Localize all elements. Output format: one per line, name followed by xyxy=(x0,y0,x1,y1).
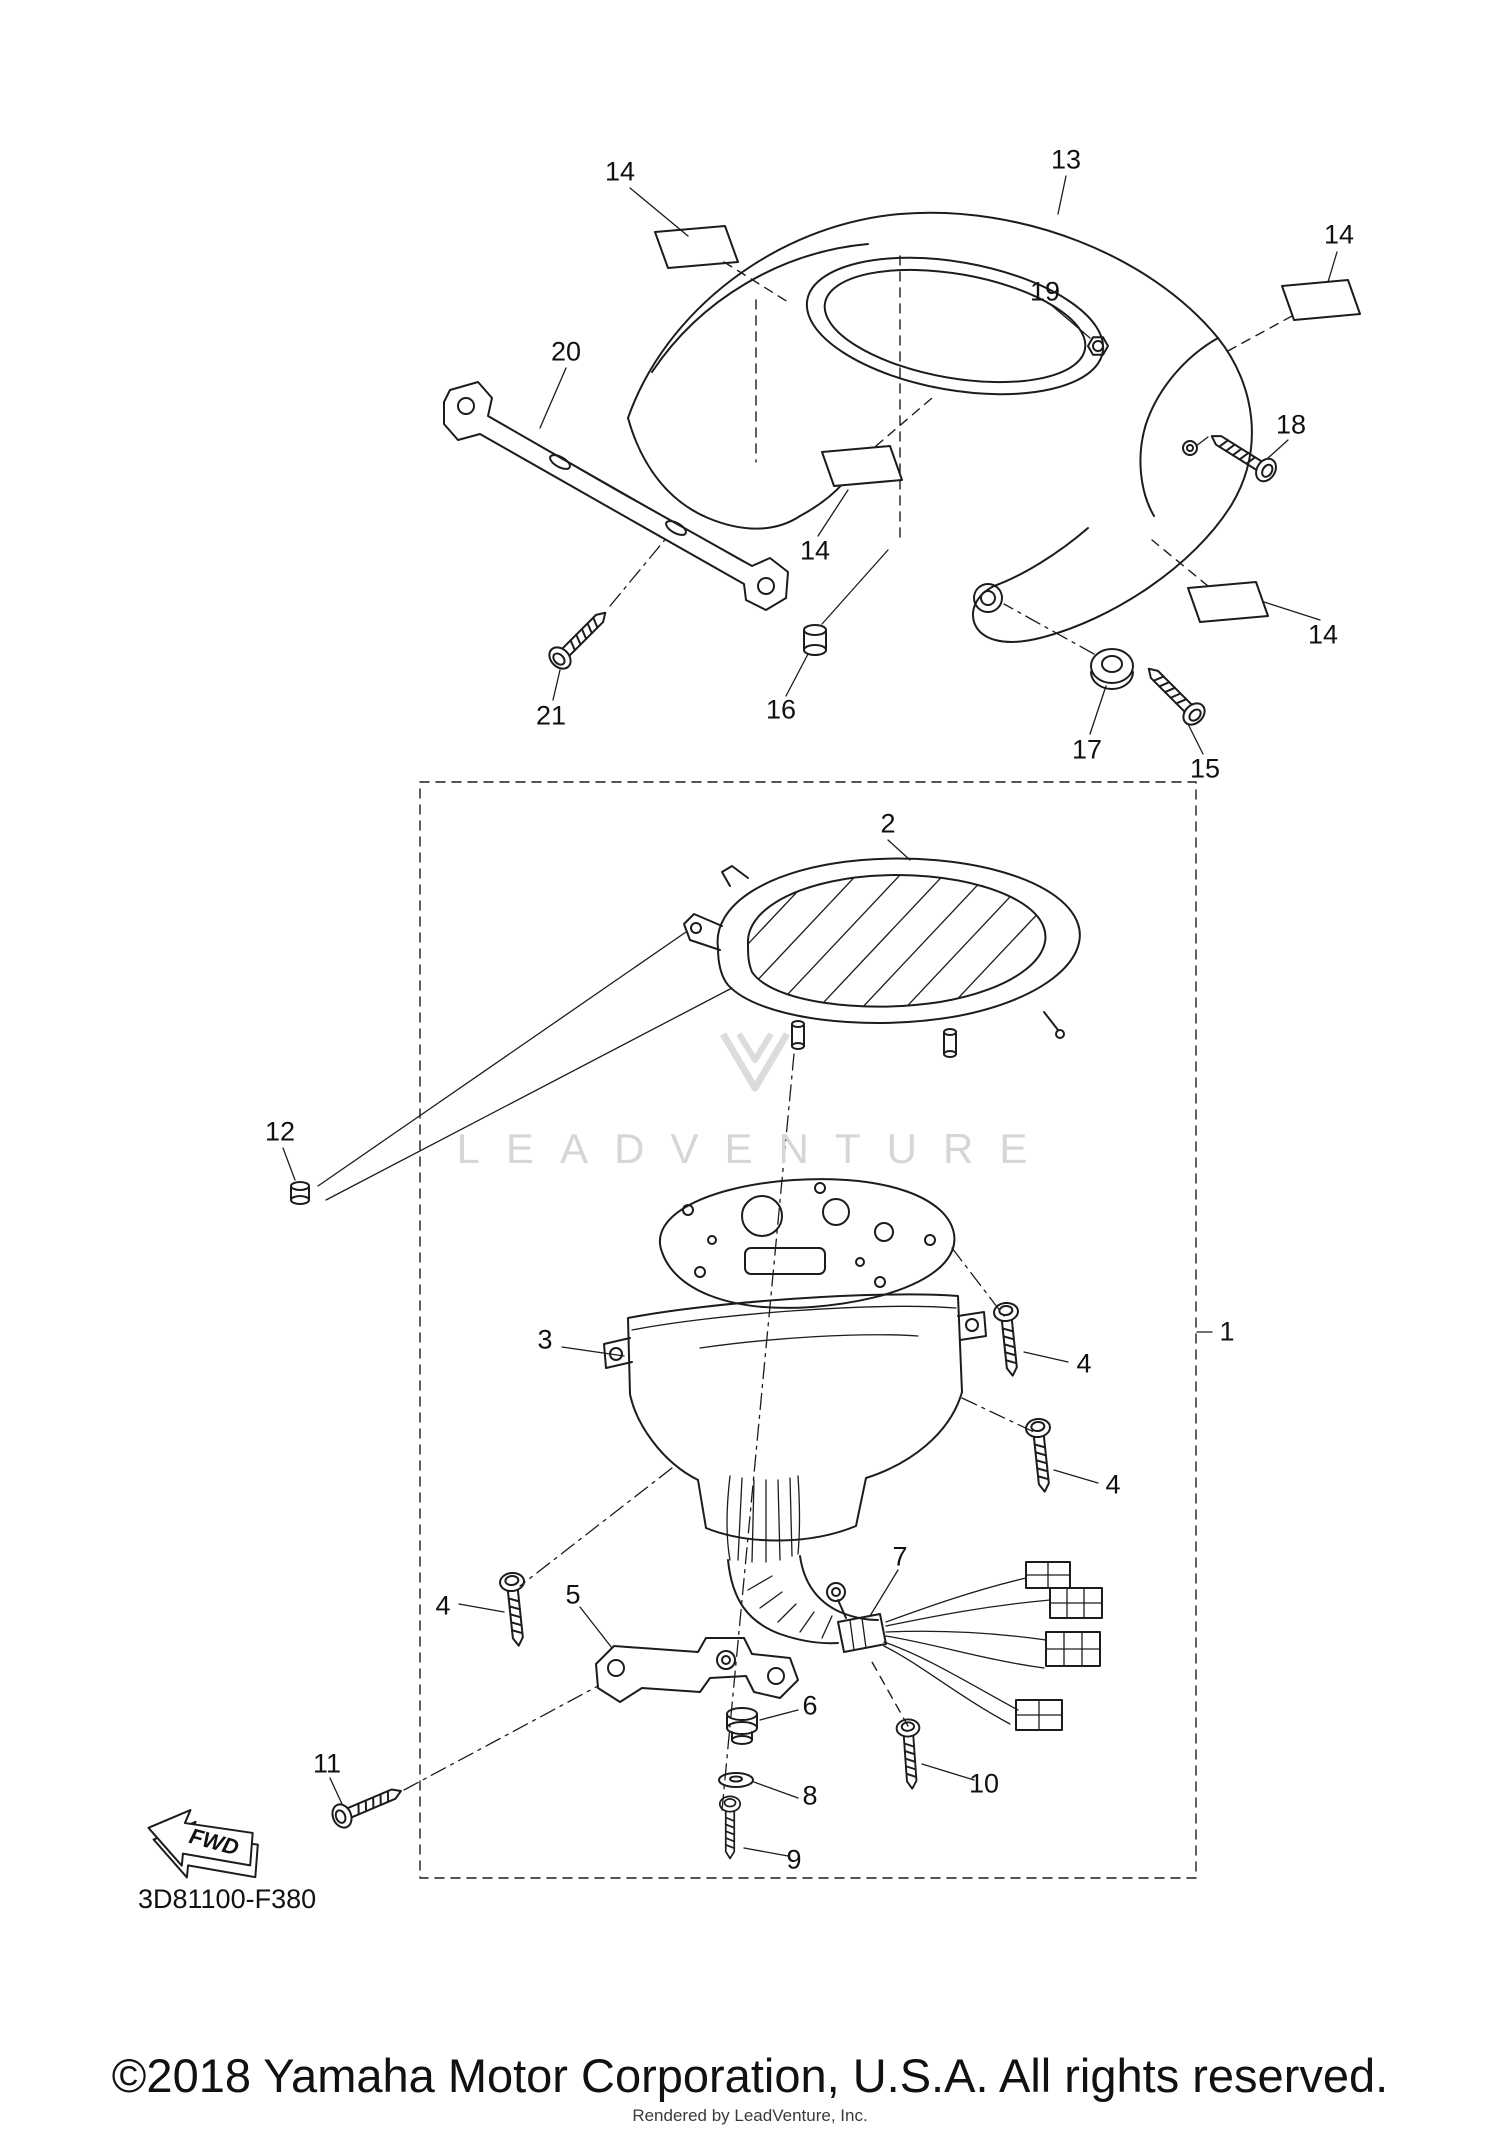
part-20-bracket xyxy=(443,381,789,611)
rendered-by-text: Rendered by LeadVenture, Inc. xyxy=(632,2106,868,2125)
callout-12: 12 xyxy=(264,1116,296,1147)
part-6-damper xyxy=(726,1707,758,1745)
fwd-arrow: FWD xyxy=(147,1809,259,1879)
part-13-meter-visor xyxy=(627,211,1253,643)
callout-20: 20 xyxy=(550,336,582,367)
callout-19: 19 xyxy=(1029,276,1061,307)
construction-lines xyxy=(317,255,1293,1811)
part-16-collar xyxy=(803,624,827,656)
harness-connectors xyxy=(1015,1561,1103,1731)
callout-8: 8 xyxy=(802,1780,818,1811)
part-17-grommet xyxy=(1090,648,1134,690)
callout-4: 4 xyxy=(1076,1348,1092,1379)
callout-14: 14 xyxy=(799,535,831,566)
callout-13: 13 xyxy=(1050,144,1082,175)
part-14-damper-pads xyxy=(654,225,1361,623)
callout-18: 18 xyxy=(1275,409,1307,440)
part-12-collar xyxy=(290,1181,310,1205)
part-8-washer xyxy=(718,1772,754,1788)
part-5-bracket xyxy=(595,1637,799,1703)
callout-10: 10 xyxy=(968,1768,1000,1799)
callout-17: 17 xyxy=(1071,734,1103,765)
callout-9: 9 xyxy=(786,1844,802,1875)
callout-16: 16 xyxy=(765,694,797,725)
callout-3: 3 xyxy=(537,1324,553,1355)
callout-14: 14 xyxy=(1323,219,1355,250)
part-19-nut xyxy=(1087,336,1109,356)
part-2-meter-assembly xyxy=(683,857,1081,1058)
callout-4: 4 xyxy=(1105,1469,1121,1500)
callout-7: 7 xyxy=(892,1541,908,1572)
meter-gasket-plate xyxy=(659,1178,956,1309)
callout-15: 15 xyxy=(1189,753,1221,784)
part-7-wire-harness xyxy=(826,1561,1103,1731)
part-3-meter-case xyxy=(603,1293,987,1645)
callout-21: 21 xyxy=(535,700,567,731)
callout-1: 1 xyxy=(1219,1316,1235,1347)
callout-14: 14 xyxy=(604,156,636,187)
callout-2: 2 xyxy=(880,808,896,839)
leader-lines xyxy=(282,175,1338,1857)
callout-4: 4 xyxy=(435,1590,451,1621)
assembly-group-box xyxy=(419,781,1197,1879)
callout-11: 11 xyxy=(312,1748,342,1779)
callout-14: 14 xyxy=(1307,619,1339,650)
copyright-text: ©2018 Yamaha Motor Corporation, U.S.A. A… xyxy=(111,2049,1389,2102)
drawing-code: 3D81100-F380 xyxy=(138,1884,317,1914)
callout-5: 5 xyxy=(565,1579,581,1610)
callout-6: 6 xyxy=(802,1690,818,1721)
